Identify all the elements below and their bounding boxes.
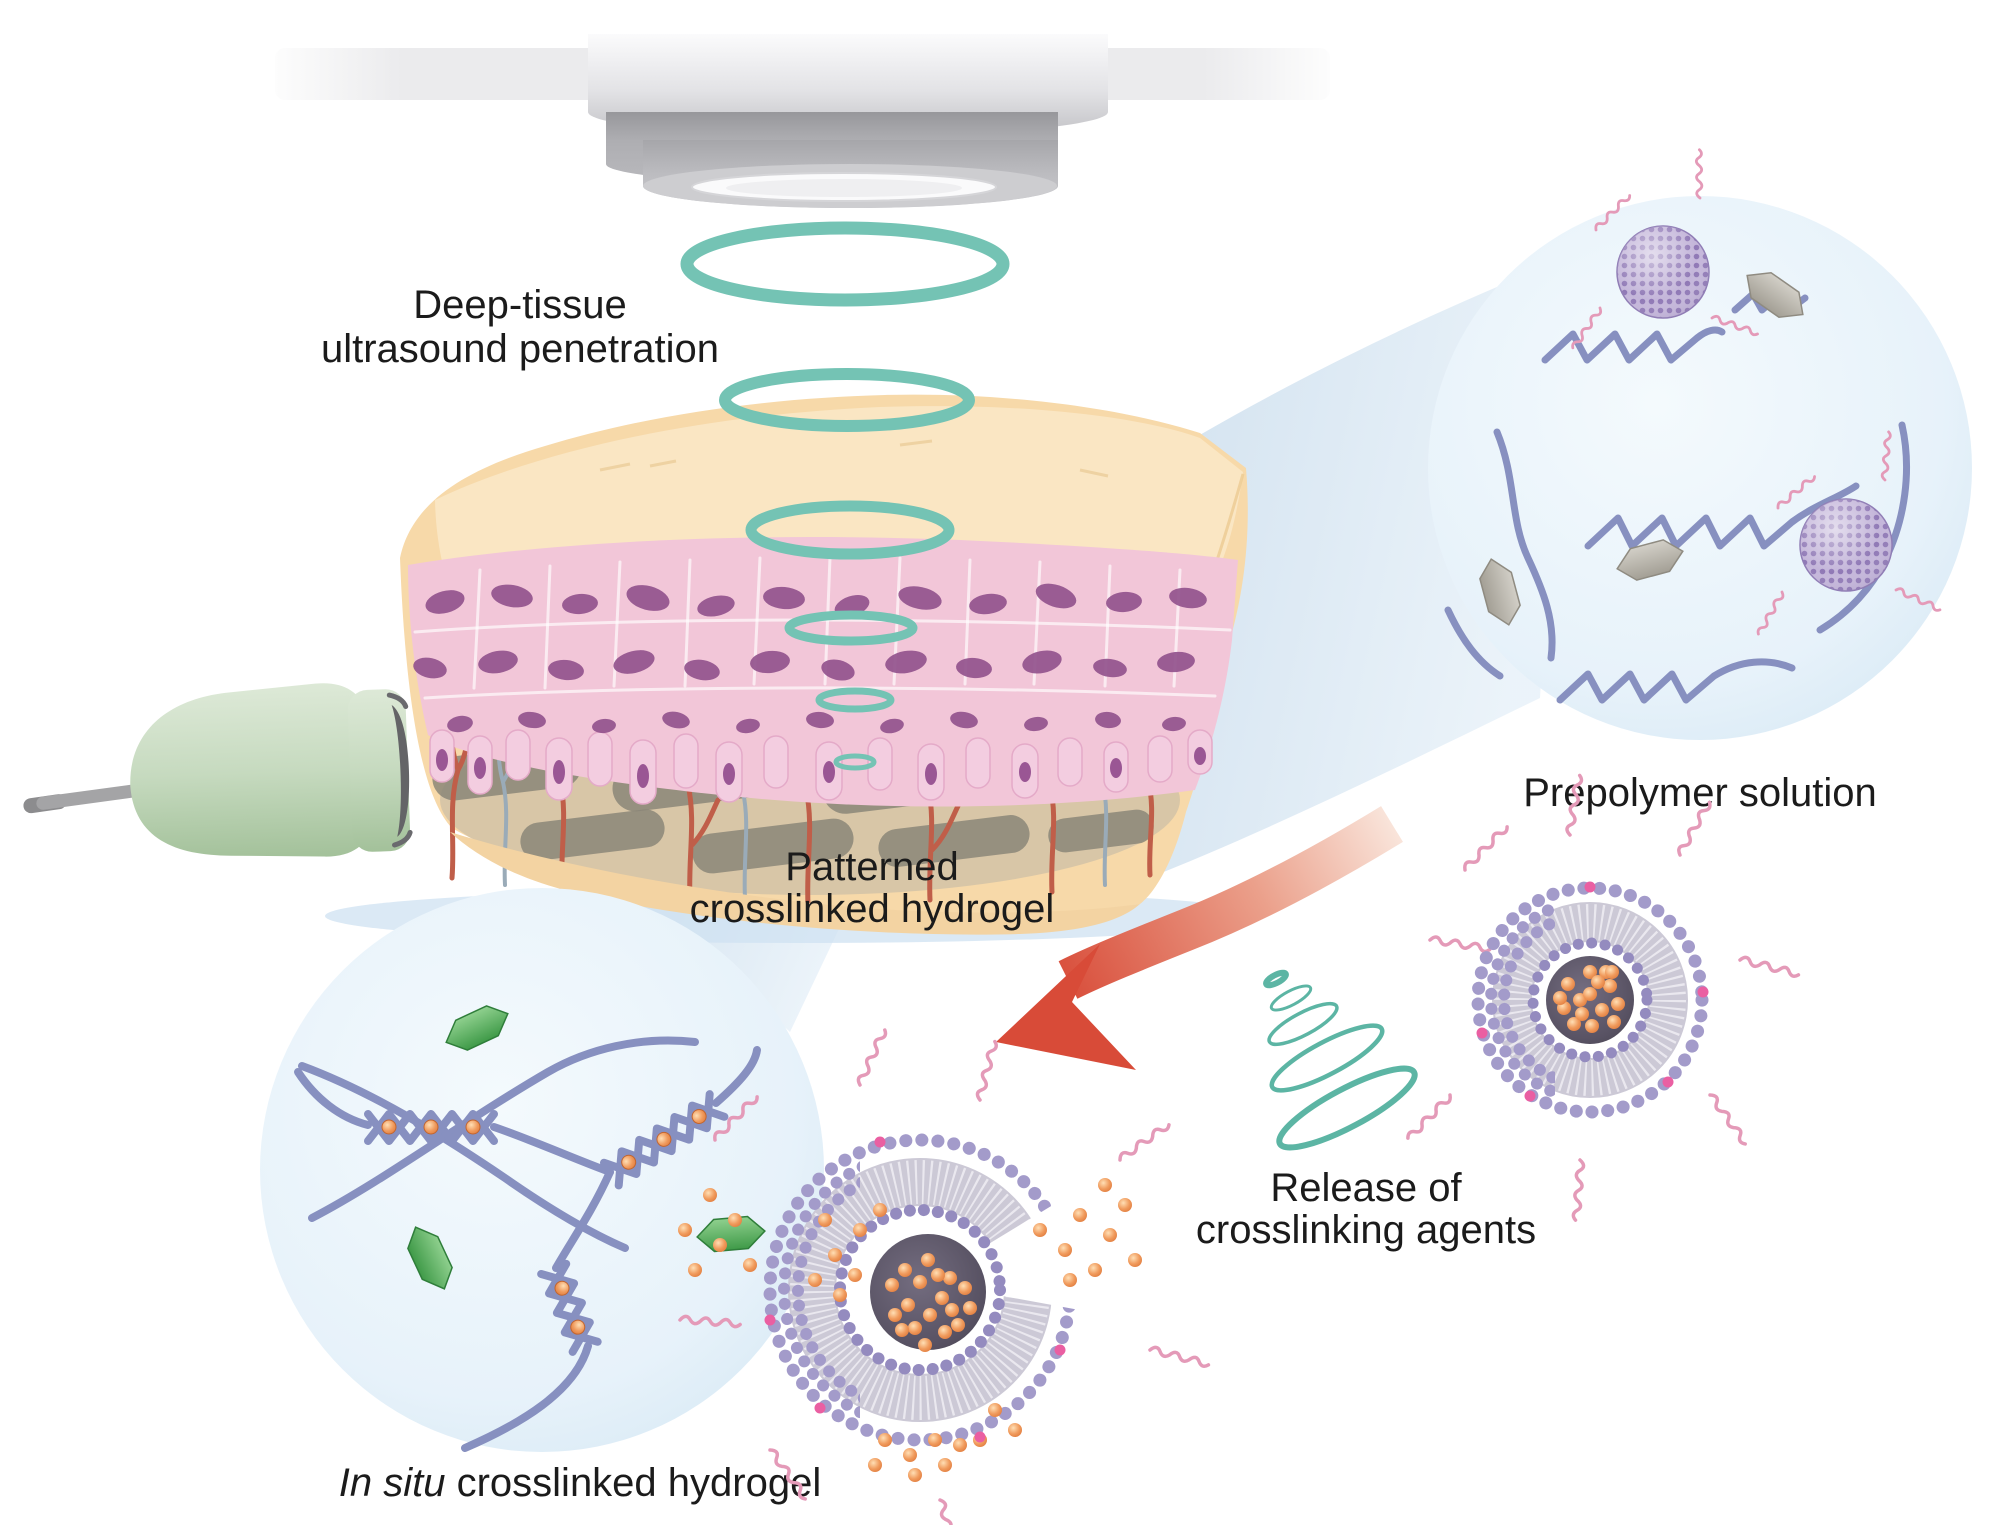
probe-head-face [391,705,410,837]
insitu-label-italic: In situ [339,1461,446,1505]
wave-ring-3 [745,500,955,560]
patterned-label-line1: Patterned [785,845,958,889]
probe-head [347,689,411,852]
probe-body [130,683,371,857]
lipid-tails-texture [1494,904,1686,1096]
liposome-intact [1401,773,1802,1223]
peg-nuclei [436,747,1206,788]
inner-bead-ring [1527,937,1653,1063]
release-label-line2: crosslinking agents [1196,1208,1536,1252]
braid-c [537,1259,602,1356]
insitu-circle [260,888,824,1452]
tissue-under-lip [450,832,1140,935]
cell-nuclei [413,583,1207,734]
tissue-crease-marks [599,439,1109,478]
ultrasound-transducer [275,34,1330,209]
deep-tissue-label-line2: ultrasound penetration [321,327,719,371]
wave-ring-5 [815,687,895,713]
ruptured-membrane [763,1133,1077,1447]
liposome-sphere-1 [1567,148,1760,351]
patterned-hydrogel-label: Patterned crosslinked hydrogel [690,845,1055,931]
braid-a [364,1110,498,1145]
transducer-lens-inner [726,179,962,197]
deep-tissue-label: Deep-tissue ultrasound penetration [321,283,719,371]
wave-ring-1 [680,221,1010,307]
epidermis-cell-layer [408,537,1238,807]
wave-ring-6 [833,753,877,771]
insitu-label-rest: crosslinked hydrogel [445,1461,821,1505]
probe-cable-2 [36,784,139,810]
in-situ-hydrogel-inset [260,888,824,1452]
release-arrow-shaft [1058,806,1403,999]
release-label-line1: Release of [1270,1166,1462,1210]
ultrasound-wave-rings [680,221,1010,771]
focused-ultrasound-spiral [1263,969,1418,1151]
deep-tissue-label-line1: Deep-tissue [413,283,626,327]
liposome-sphere-2 [1752,430,1943,637]
cell-cracks [413,556,1232,700]
braid-b [600,1090,729,1190]
release-label: Release of crosslinking agents [1196,1166,1536,1252]
prepolymer-circle [1428,196,1972,740]
liposome-ruptured [678,1027,1212,1525]
patterned-label-line2: crosslinked hydrogel [690,887,1055,931]
crosslinked-chains [294,1036,761,1452]
probe-head-edges [386,692,413,848]
wave-ring-4 [784,610,918,646]
release-arrow [996,806,1403,1070]
bead-patch [1485,901,1555,1099]
transducer-body-top [588,34,1108,136]
handheld-ultrasound-probe [23,683,413,857]
tissue-cross-section [325,394,1265,943]
release-arrow-head [996,944,1136,1070]
wave-ring-2 [719,368,975,432]
prepolymer-solution-inset [1428,148,1972,740]
insitu-label: In situ crosslinked hydrogel [339,1461,821,1505]
polymer-chains [1444,290,1910,704]
